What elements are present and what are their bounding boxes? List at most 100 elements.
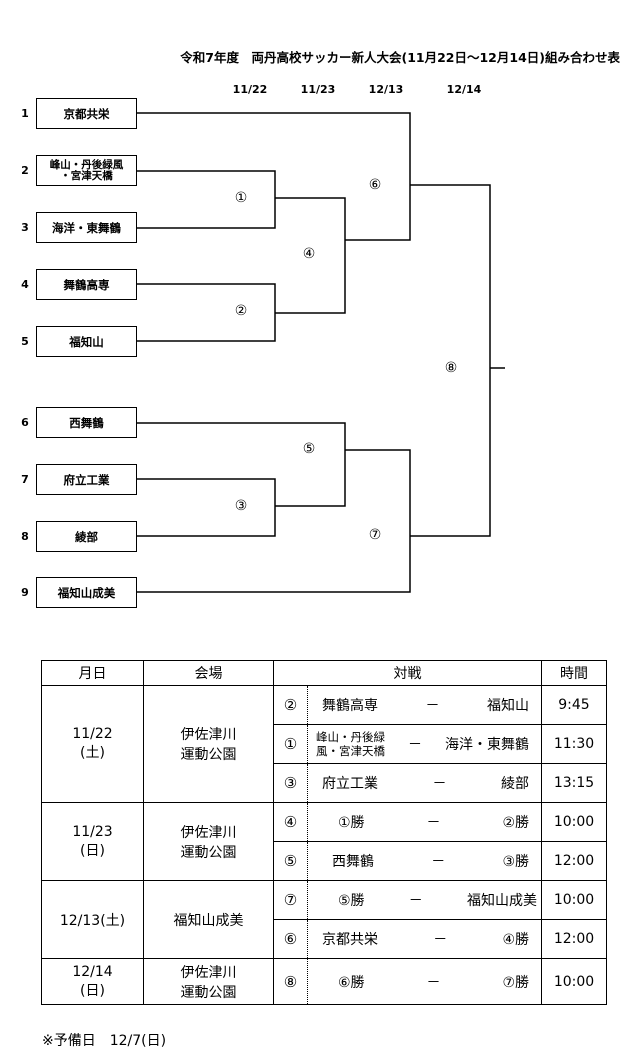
round-date-2: 11/23 <box>300 83 336 96</box>
match-marker-7: ⑦ <box>368 527 382 543</box>
round-date-3: 12/13 <box>368 83 404 96</box>
vs-dash: － <box>426 815 441 831</box>
date-cell: 12/13(土) <box>41 880 144 959</box>
time-cell: 10:00 <box>541 802 607 842</box>
match-marker-5: ⑤ <box>302 441 316 457</box>
header-date: 月日 <box>41 660 144 686</box>
bracket-line <box>137 170 276 229</box>
team-box: 峰山・丹後緑風 ・宮津天橋 <box>36 155 137 186</box>
team-box: 福知山成美 <box>36 577 137 608</box>
match-cell: ①勝 － ②勝 <box>307 802 542 842</box>
time-cell: 10:00 <box>541 880 607 920</box>
seed-number: 7 <box>21 473 29 486</box>
team-b: ②勝 <box>502 815 529 831</box>
vs-dash: － <box>431 854 446 870</box>
team-b: ④勝 <box>502 932 529 948</box>
time-cell: 13:15 <box>541 763 607 803</box>
team-a: ①勝 <box>338 815 365 831</box>
vs-dash: － <box>408 893 423 909</box>
time-cell: 10:00 <box>541 958 607 1005</box>
team-a: ⑥勝 <box>338 974 365 991</box>
date-cell: 11/22 (土) <box>41 685 144 803</box>
match-marker-3: ③ <box>234 498 248 514</box>
team-b: 福知山成美 <box>467 893 537 909</box>
vs-dash: － <box>433 932 448 948</box>
match-number: ⑦ <box>273 880 308 920</box>
bracket-line <box>137 283 276 342</box>
seed-number: 2 <box>21 164 29 177</box>
seed-number: 4 <box>21 278 29 291</box>
match-marker-8: ⑧ <box>444 360 458 376</box>
header-match: 対戦 <box>273 660 542 686</box>
match-marker-1: ① <box>234 190 248 206</box>
team-b: 綾部 <box>501 776 529 792</box>
team-box: 西舞鶴 <box>36 407 137 438</box>
match-marker-6: ⑥ <box>368 177 382 193</box>
team-box: 綾部 <box>36 521 137 552</box>
bracket-line <box>137 449 411 593</box>
vs-dash: － <box>408 737 422 753</box>
team-b: 福知山 <box>487 698 529 714</box>
vs-dash: － <box>425 698 440 714</box>
time-cell: 12:00 <box>541 919 607 959</box>
match-cell: ⑤勝 － 福知山成美 <box>307 880 542 920</box>
seed-number: 6 <box>21 416 29 429</box>
vs-dash: － <box>426 974 441 991</box>
match-cell: 舞鶴高専 － 福知山 <box>307 685 542 725</box>
team-b: ⑦勝 <box>502 974 529 991</box>
team-a: 京都共栄 <box>322 932 378 948</box>
page-title: 令和7年度 両丹高校サッカー新人大会(11月22日～12月14日)組み合わせ表 <box>180 50 620 65</box>
bracket-line <box>137 478 276 537</box>
team-box: 府立工業 <box>36 464 137 495</box>
time-cell: 9:45 <box>541 685 607 725</box>
round-date-4: 12/14 <box>446 83 482 96</box>
seed-number: 3 <box>21 221 29 234</box>
team-a: 舞鶴高専 <box>322 698 378 714</box>
seed-number: 1 <box>21 107 29 120</box>
bracket-line <box>137 422 346 507</box>
date-cell: 12/14 (日) <box>41 958 144 1005</box>
team-box: 海洋・東舞鶴 <box>36 212 137 243</box>
bracket-line <box>275 197 346 314</box>
venue-cell: 伊佐津川 運動公園 <box>143 685 274 803</box>
team-box: 福知山 <box>36 326 137 357</box>
bracket-line <box>137 112 411 241</box>
team-b: ③勝 <box>502 854 529 870</box>
match-number: ④ <box>273 802 308 842</box>
date-cell: 11/23 (日) <box>41 802 144 881</box>
round-date-1: 11/22 <box>232 83 268 96</box>
match-cell: 西舞鶴 － ③勝 <box>307 841 542 881</box>
team-b: 海洋・東舞鶴 <box>445 737 529 753</box>
bracket-line <box>410 184 491 537</box>
match-cell: ⑥勝 － ⑦勝 <box>307 958 542 1005</box>
match-number: ⑧ <box>273 958 308 1005</box>
tournament-bracket <box>137 112 505 593</box>
header-time: 時間 <box>541 660 607 686</box>
team-a: ⑤勝 <box>338 893 365 909</box>
time-cell: 11:30 <box>541 724 607 764</box>
reserve-day-note: ※予備日 12/7(日) <box>42 1033 167 1049</box>
venue-cell: 福知山成美 <box>143 880 274 959</box>
team-a: 府立工業 <box>322 776 378 792</box>
seed-number: 5 <box>21 335 29 348</box>
match-number: ⑤ <box>273 841 308 881</box>
match-cell: 府立工業 － 綾部 <box>307 763 542 803</box>
match-number: ① <box>273 724 308 764</box>
header-venue: 会場 <box>143 660 274 686</box>
seed-number: 9 <box>21 586 29 599</box>
schedule-table: 月日 会場 対戦 時間 11/22 (土) 伊佐津川 運動公園 ② 舞鶴高専 － 福… <box>41 660 607 1005</box>
match-cell: 京都共栄 － ④勝 <box>307 919 542 959</box>
team-box: 舞鶴高専 <box>36 269 137 300</box>
match-cell: 峰山・丹後緑 風・宮津天橋 － 海洋・東舞鶴 <box>307 724 542 764</box>
match-marker-2: ② <box>234 303 248 319</box>
match-number: ③ <box>273 763 308 803</box>
venue-cell: 伊佐津川 運動公園 <box>143 958 274 1005</box>
seed-number: 8 <box>21 530 29 543</box>
match-marker-4: ④ <box>302 246 316 262</box>
team-a: 峰山・丹後緑 風・宮津天橋 <box>316 730 385 758</box>
match-number: ② <box>273 685 308 725</box>
team-box: 京都共栄 <box>36 98 137 129</box>
vs-dash: － <box>432 776 447 792</box>
match-number: ⑥ <box>273 919 308 959</box>
team-a: 西舞鶴 <box>332 854 374 870</box>
